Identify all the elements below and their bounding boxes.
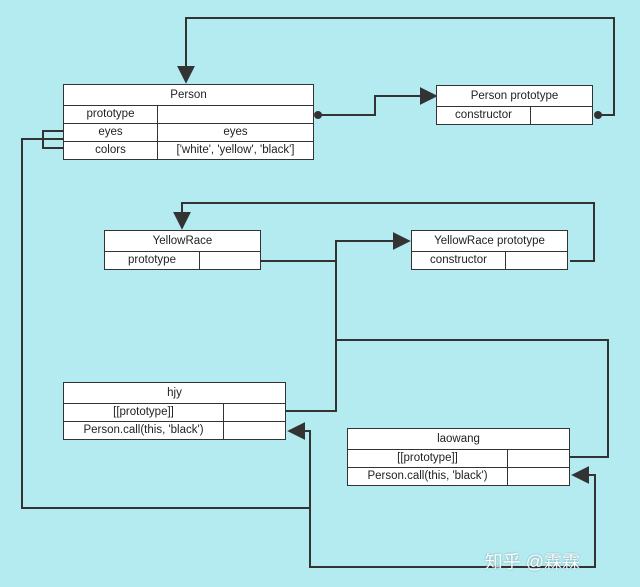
person-prototype-box: Person prototype constructor <box>436 85 593 125</box>
person-eyes-value: eyes <box>223 126 248 138</box>
laowang-box: laowang [[prototype]] Person.call(this, … <box>347 428 570 486</box>
constructor-to-person-link <box>177 17 615 116</box>
watermark: 知乎 @霖霖 <box>484 552 580 572</box>
person-colors-key: colors <box>64 142 158 159</box>
laowang-proto-key: [[prototype]] <box>348 450 508 467</box>
hjy-box: hjy [[prototype]] Person.call(this, 'bla… <box>63 382 286 440</box>
constructor-to-yellowrace-link <box>173 202 595 262</box>
yellowrace-prototype-title: YellowRace prototype <box>412 231 567 252</box>
person-prototype-key: prototype <box>64 106 158 123</box>
person-prototype-row-constructor: constructor <box>437 107 592 124</box>
hjy-proto-link <box>286 261 337 412</box>
person-eyes-key: eyes <box>64 124 158 141</box>
yellowrace-prototype-link <box>261 232 411 262</box>
hjy-proto-value <box>224 404 285 421</box>
person-row-prototype: prototype <box>64 106 313 124</box>
hjy-proto-key: [[prototype]] <box>64 404 224 421</box>
yellowrace-prototype-key: prototype <box>105 252 200 269</box>
yellowrace-title: YellowRace <box>105 231 260 252</box>
person-row-eyes: eyes eyes <box>64 124 313 142</box>
yellowrace-prototype-box: YellowRace prototype constructor <box>411 230 568 270</box>
person-prototype-constructor-value <box>531 107 592 124</box>
hjy-call-key: Person.call(this, 'black') <box>64 422 224 439</box>
yellowrace-prototype-row-constructor: constructor <box>412 252 567 269</box>
hjy-row-proto: [[prototype]] <box>64 404 285 422</box>
person-prototype-title: Person prototype <box>437 86 592 107</box>
person-colors-value: ['white', 'yellow', 'black'] <box>176 144 295 156</box>
person-prototype-constructor-key: constructor <box>437 107 531 124</box>
person-box: Person prototype eyes eyes colors ['whit… <box>63 84 314 160</box>
laowang-proto-link <box>336 339 609 458</box>
hjy-row-call: Person.call(this, 'black') <box>64 422 285 439</box>
laowang-proto-value <box>508 450 569 467</box>
person-prototype-dot <box>314 111 322 119</box>
laowang-title: laowang <box>348 429 569 450</box>
laowang-row-call: Person.call(this, 'black') <box>348 468 569 485</box>
laowang-row-proto: [[prototype]] <box>348 450 569 468</box>
person-call-laowang-path <box>309 466 596 568</box>
person-call-hjy-path <box>21 138 311 509</box>
laowang-call-key: Person.call(this, 'black') <box>348 468 508 485</box>
yellowrace-prototype-value <box>200 252 260 269</box>
hjy-title: hjy <box>64 383 285 404</box>
person-prototype-value <box>158 106 313 123</box>
person-title: Person <box>64 85 313 106</box>
person-prototype-link <box>318 87 438 116</box>
yellowrace-prototype-constructor-key: constructor <box>412 252 506 269</box>
yellowrace-prototype-constructor-value <box>506 252 567 269</box>
hjy-call-value <box>224 422 285 439</box>
laowang-call-value <box>508 468 569 485</box>
yellowrace-row-prototype: prototype <box>105 252 260 269</box>
yellowrace-box: YellowRace prototype <box>104 230 261 270</box>
person-row-colors: colors ['white', 'yellow', 'black'] <box>64 142 313 159</box>
constructor-dot <box>594 111 602 119</box>
